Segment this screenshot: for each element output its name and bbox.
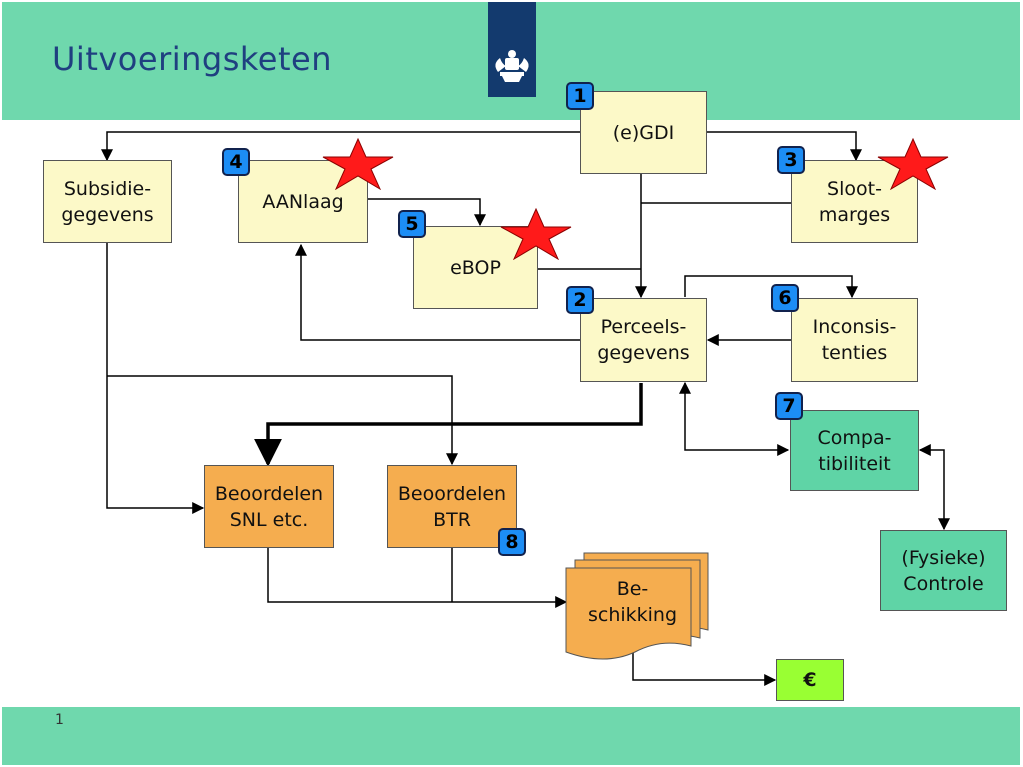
ebop-label: eBOP: [450, 256, 501, 279]
inconsistenties-box: Inconsis- tenties: [791, 298, 918, 382]
fysieke-controle-label: (Fysieke) Controle: [901, 546, 986, 595]
egdi-label: (e)GDI: [612, 121, 675, 144]
beoordelen-snl-box: Beoordelen SNL etc.: [204, 465, 334, 548]
slootmarges-label: Sloot- marges: [818, 177, 891, 226]
beschikking-label: Be- schikking: [587, 578, 678, 626]
badge-3: 3: [777, 146, 805, 174]
subsidiegegevens-box: Subsidie- gegevens: [43, 160, 172, 243]
subsidiegegevens-label: Subsidie- gegevens: [61, 177, 154, 226]
badge-8: 8: [498, 528, 526, 556]
government-logo: [488, 2, 536, 97]
perceelsgegevens-label: Perceels- gegevens: [597, 316, 690, 364]
slootmarges-box: Sloot- marges: [791, 160, 918, 243]
star-icon: [877, 138, 949, 190]
star-icon: [500, 208, 572, 260]
perceelsgegevens-box: Perceels- gegevens: [580, 298, 707, 382]
ebop-box: eBOP: [413, 226, 538, 309]
beoordelen-btr-label: Beoordelen BTR: [397, 482, 507, 531]
badge-2: 2: [566, 286, 594, 314]
badge-4: 4: [222, 148, 250, 176]
footer-band: [2, 707, 1020, 765]
compatibiliteit-label: Compa- tibiliteit: [817, 426, 892, 475]
compatibiliteit-box: Compa- tibiliteit: [790, 410, 919, 491]
page-title: Uitvoeringsketen: [52, 40, 332, 78]
aanlaag-label: AANlaag: [262, 190, 344, 213]
euro-box: €: [776, 659, 844, 701]
page-number: 1: [55, 712, 64, 728]
fysieke-controle-box: (Fysieke) Controle: [880, 530, 1007, 611]
badge-5: 5: [398, 210, 426, 238]
beschikking-document-icon: [565, 552, 709, 660]
egdi-box: (e)GDI: [580, 91, 707, 174]
badge-6: 6: [771, 284, 799, 312]
beoordelen-btr-box: Beoordelen BTR: [387, 465, 517, 548]
beoordelen-snl-label: Beoordelen SNL etc.: [214, 482, 324, 531]
euro-label: €: [803, 669, 817, 691]
badge-7: 7: [775, 392, 803, 420]
badge-1: 1: [566, 82, 594, 110]
star-icon: [322, 138, 394, 190]
inconsistenties-label: Inconsis- tenties: [812, 316, 897, 364]
